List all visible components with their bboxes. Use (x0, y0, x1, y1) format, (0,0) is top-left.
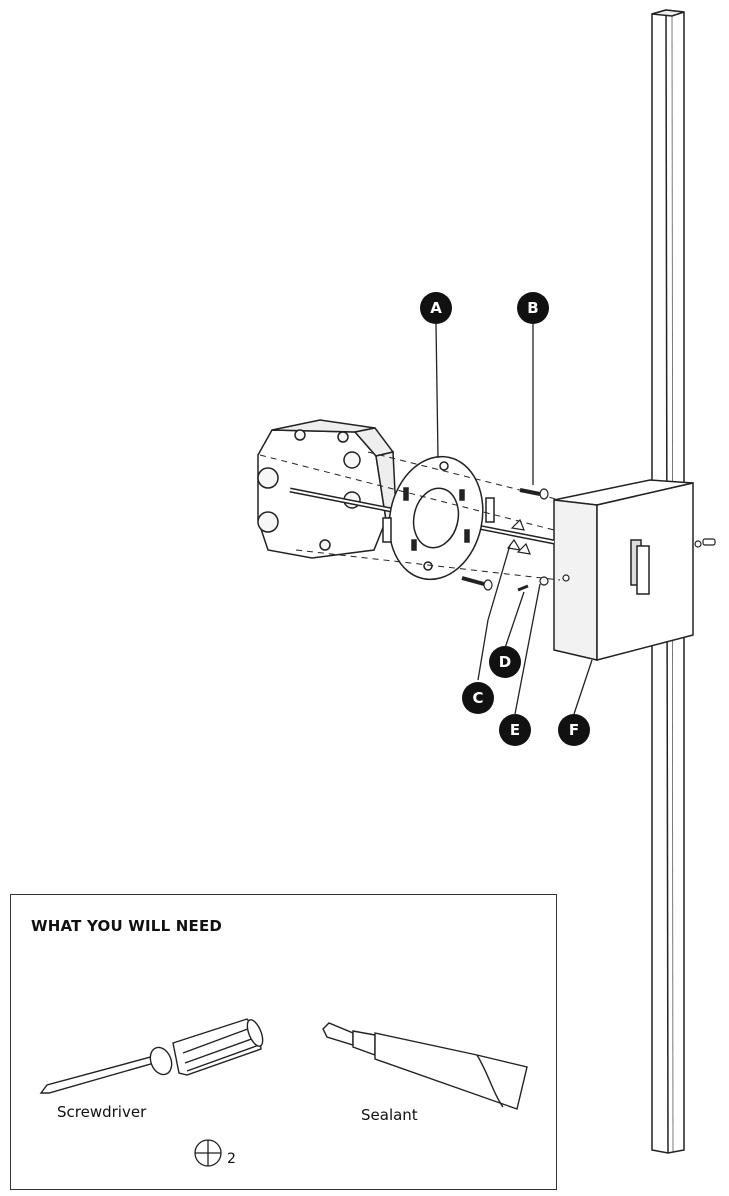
callout-e: E (499, 714, 531, 746)
alignment-guides (259, 451, 561, 581)
washer (539, 574, 570, 586)
svg-text:B: B (527, 299, 538, 317)
svg-text:D: D (499, 653, 511, 671)
sealant-tube-icon (322, 1022, 528, 1110)
callout-d: D (489, 646, 521, 678)
tools-needed-title: WHAT YOU WILL NEED (31, 917, 223, 935)
side-set-screw (694, 538, 716, 548)
screwdriver-label: Screwdriver (57, 1103, 147, 1121)
screwdriver-icon (39, 1018, 264, 1094)
fixture-mount-box (553, 479, 694, 661)
callout-c: C (462, 682, 494, 714)
mounting-screw-lower (461, 576, 493, 591)
phillips-size-label: 2 (227, 1151, 236, 1167)
mounting-bracket (382, 455, 495, 581)
callout-f: F (558, 714, 590, 746)
svg-text:E: E (510, 721, 520, 739)
svg-text:F: F (569, 721, 579, 739)
sealant-label: Sealant (361, 1106, 418, 1124)
phillips-head-icon (194, 1139, 222, 1167)
svg-text:C: C (472, 689, 483, 707)
tools-needed-panel: WHAT YOU WILL NEED Screwdriver Sealant 2 (10, 894, 557, 1190)
callout-a: A (420, 292, 452, 324)
mounting-screw-upper (519, 488, 549, 500)
junction-box (257, 419, 397, 559)
ground-screw (517, 584, 529, 592)
svg-text:A: A (430, 299, 442, 317)
callout-b: B (517, 292, 549, 324)
wire-connectors (506, 518, 531, 555)
callout-leaders (435, 323, 593, 715)
